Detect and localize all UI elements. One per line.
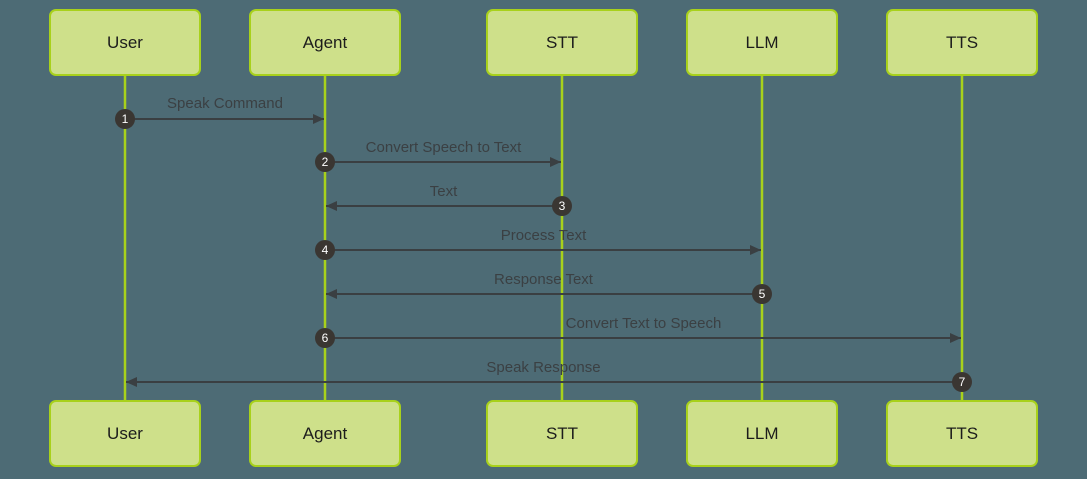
- actor-agent-bottom[interactable]: Agent: [249, 400, 401, 467]
- sequence-badge-number: 7: [959, 375, 966, 389]
- actor-box-rect: [686, 400, 838, 467]
- actor-boxes-top: User Agent STT LLM TTS: [49, 9, 1038, 76]
- message-4[interactable]: Process Text: [325, 227, 761, 255]
- actor-llm-bottom[interactable]: LLM: [686, 400, 838, 467]
- actor-tts-bottom[interactable]: TTS: [886, 400, 1038, 467]
- message-3[interactable]: Text: [326, 183, 562, 211]
- actor-box-rect: [486, 400, 638, 467]
- message-label-6: Convert Text to Speech: [566, 315, 722, 332]
- actor-user-bottom[interactable]: User: [49, 400, 201, 467]
- actor-label-stt: STT: [546, 424, 578, 443]
- sequence-badge-circle: [952, 372, 972, 392]
- sequence-badge-7[interactable]: 7: [952, 372, 972, 392]
- sequence-badge-circle: [752, 284, 772, 304]
- actor-label-tts: TTS: [946, 424, 978, 443]
- actor-stt-top[interactable]: STT: [486, 9, 638, 76]
- message-arrowhead-4: [750, 245, 761, 255]
- actor-box-rect: [886, 400, 1038, 467]
- sequence-badge-number: 4: [322, 243, 329, 257]
- message-arrowhead-6: [950, 333, 961, 343]
- message-label-1: Speak Command: [167, 95, 283, 112]
- message-label-4: Process Text: [501, 227, 587, 244]
- sequence-badge-circle: [552, 196, 572, 216]
- sequence-badge-circle: [315, 240, 335, 260]
- message-6[interactable]: Convert Text to Speech: [325, 315, 961, 343]
- actor-box-rect: [886, 9, 1038, 76]
- message-7[interactable]: Speak Response: [126, 359, 962, 387]
- sequence-badge-2[interactable]: 2: [315, 152, 335, 172]
- sequence-badge-circle: [115, 109, 135, 129]
- sequence-badge-number: 3: [559, 199, 566, 213]
- actor-label-agent: Agent: [303, 424, 348, 443]
- sequence-badge-6[interactable]: 6: [315, 328, 335, 348]
- actor-agent-top[interactable]: Agent: [249, 9, 401, 76]
- actor-box-rect: [486, 9, 638, 76]
- message-2[interactable]: Convert Speech to Text: [325, 139, 561, 167]
- actor-user-top[interactable]: User: [49, 9, 201, 76]
- sequence-badge-4[interactable]: 4: [315, 240, 335, 260]
- message-label-2: Convert Speech to Text: [366, 139, 522, 156]
- actor-tts-top[interactable]: TTS: [886, 9, 1038, 76]
- sequence-badge-number: 5: [759, 287, 766, 301]
- sequence-badge-1[interactable]: 1: [115, 109, 135, 129]
- message-label-3: Text: [430, 183, 458, 200]
- actor-label-tts: TTS: [946, 33, 978, 52]
- actor-label-agent: Agent: [303, 33, 348, 52]
- message-5[interactable]: Response Text: [326, 271, 762, 299]
- actor-box-rect: [249, 400, 401, 467]
- sequence-badge-number: 6: [322, 331, 329, 345]
- message-1[interactable]: Speak Command: [125, 95, 324, 124]
- message-arrowhead-7: [126, 377, 137, 387]
- actor-llm-top[interactable]: LLM: [686, 9, 838, 76]
- sequence-badge-circle: [315, 328, 335, 348]
- message-arrowhead-3: [326, 201, 337, 211]
- actor-box-rect: [49, 400, 201, 467]
- message-arrowhead-1: [313, 114, 324, 124]
- sequence-badge-number: 1: [122, 112, 129, 126]
- sequence-badge-number: 2: [322, 155, 329, 169]
- message-arrowhead-2: [550, 157, 561, 167]
- message-arrowhead-5: [326, 289, 337, 299]
- actor-box-rect: [249, 9, 401, 76]
- actor-label-llm: LLM: [745, 424, 778, 443]
- sequence-badges-layer: 1 2 3 4 5 6 7: [115, 109, 972, 392]
- actor-label-user: User: [107, 424, 143, 443]
- actor-label-user: User: [107, 33, 143, 52]
- actor-box-rect: [686, 9, 838, 76]
- sequence-badge-5[interactable]: 5: [752, 284, 772, 304]
- actor-boxes-bottom: User Agent STT LLM TTS: [49, 400, 1038, 467]
- message-label-5: Response Text: [494, 271, 594, 288]
- actor-label-llm: LLM: [745, 33, 778, 52]
- actor-box-rect: [49, 9, 201, 76]
- actor-label-stt: STT: [546, 33, 578, 52]
- actor-stt-bottom[interactable]: STT: [486, 400, 638, 467]
- sequence-badge-3[interactable]: 3: [552, 196, 572, 216]
- message-label-7: Speak Response: [486, 359, 600, 376]
- sequence-badge-circle: [315, 152, 335, 172]
